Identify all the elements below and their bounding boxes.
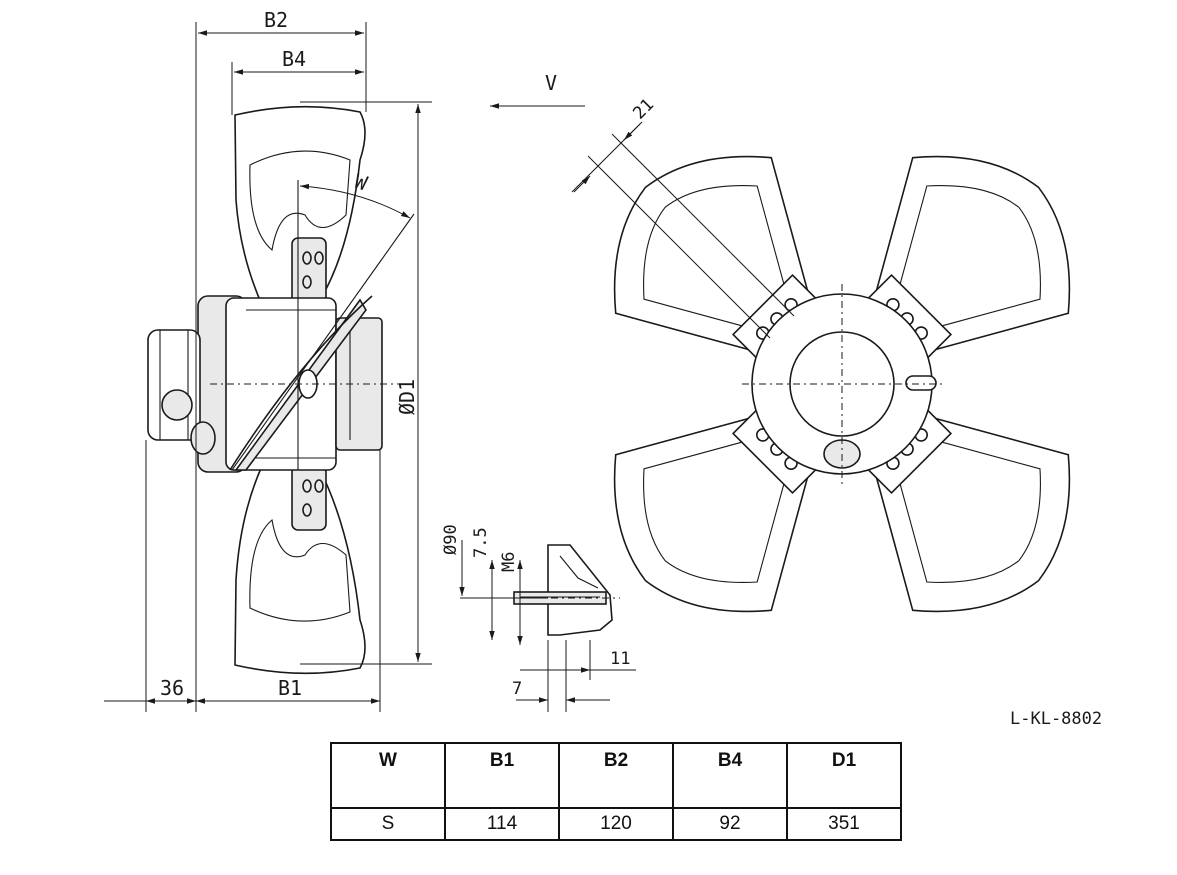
drawing-code: L-KL-8802 <box>1010 709 1102 729</box>
header-b2: B2 <box>558 742 674 809</box>
view-arrow: V <box>490 71 585 109</box>
dim-d1-label: ØD1 <box>395 379 419 415</box>
dim-36-label: 36 <box>160 676 184 700</box>
header-b1: B1 <box>444 742 560 809</box>
detail-view: Ø90 7.5 M6 11 7 <box>441 524 636 712</box>
dim-m6-label: M6 <box>499 552 519 572</box>
front-view: 21 <box>571 95 1071 613</box>
table-row: S 114 120 92 351 <box>330 807 902 841</box>
view-v-label: V <box>545 71 557 95</box>
header-w: W <box>330 742 446 809</box>
dim-b1-label: B1 <box>278 676 302 700</box>
cell-b2: 120 <box>558 807 674 841</box>
cell-w: S <box>330 807 446 841</box>
dim-90-label: Ø90 <box>441 524 461 555</box>
table-header-row: W B1 B2 B4 D1 <box>330 742 902 809</box>
cell-b4: 92 <box>672 807 788 841</box>
cell-b1: 114 <box>444 807 560 841</box>
dim-b4-label: B4 <box>282 47 306 71</box>
dim-7-5-label: 7.5 <box>471 527 491 558</box>
dim-11-label: 11 <box>610 649 630 669</box>
dim-b2-label: B2 <box>264 8 288 32</box>
dim-7-label: 7 <box>512 679 522 699</box>
dim-21-label: 21 <box>629 95 658 124</box>
header-b4: B4 <box>672 742 788 809</box>
cell-d1: 351 <box>786 807 902 841</box>
header-d1: D1 <box>786 742 902 809</box>
side-view: W B2 B4 ØD1 36 B1 <box>104 8 432 712</box>
spec-table: W B1 B2 B4 D1 S 114 120 92 351 <box>330 742 902 841</box>
